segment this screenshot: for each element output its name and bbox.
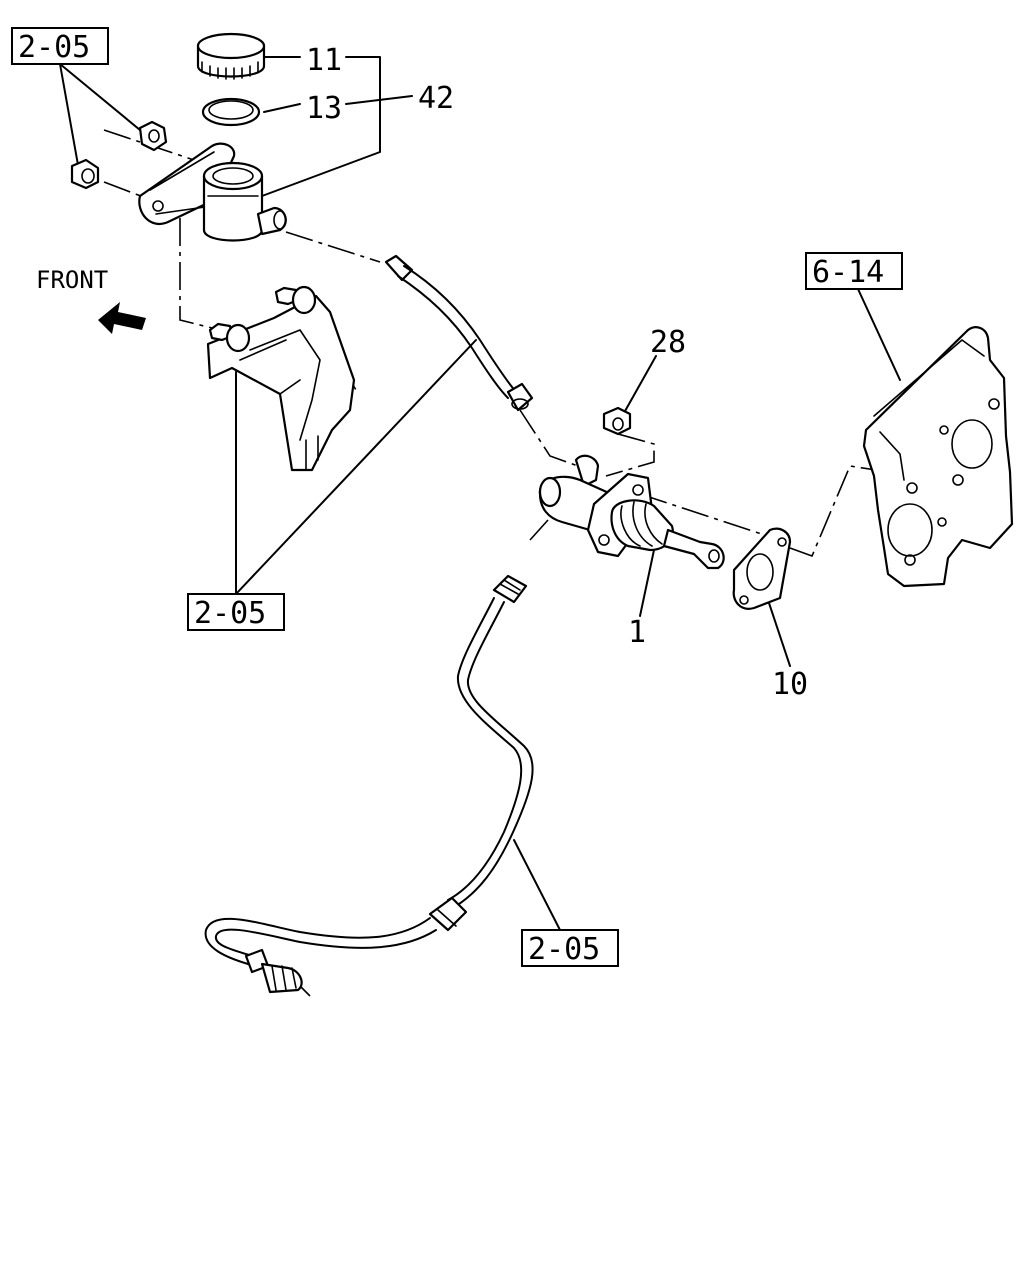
callout-1[interactable]: 1 (628, 615, 646, 650)
ref-box-middle[interactable]: 2-05 (187, 593, 285, 631)
ref-box-right-engine[interactable]: 6-14 (805, 252, 903, 290)
front-label: FRONT (36, 266, 108, 294)
ref-box-bottom-label: 2-05 (528, 932, 600, 967)
callout-13[interactable]: 13 (306, 91, 342, 126)
bolt-lower[interactable] (70, 158, 100, 190)
callout-11[interactable]: 11 (306, 43, 342, 78)
slave-cylinder[interactable] (538, 454, 725, 570)
callout-28[interactable]: 28 (650, 325, 686, 360)
callout-42[interactable]: 42 (418, 81, 454, 116)
pedal-bracket[interactable] (206, 285, 356, 472)
master-cylinder[interactable] (138, 142, 287, 242)
ref-box-top-left[interactable]: 2-05 (11, 27, 109, 65)
clutch-pipe[interactable] (204, 574, 534, 994)
seal-ring[interactable] (201, 97, 261, 127)
reservoir-cap[interactable] (196, 32, 266, 80)
engine-plate[interactable] (862, 326, 1014, 588)
callout-10[interactable]: 10 (772, 667, 808, 702)
gasket[interactable] (732, 527, 792, 610)
leader-lines (59, 56, 901, 931)
ref-box-right-engine-label: 6-14 (812, 255, 884, 290)
ref-box-top-left-label: 2-05 (18, 30, 90, 65)
ref-box-middle-label: 2-05 (194, 596, 266, 631)
nut[interactable] (602, 406, 632, 436)
front-arrow-icon (98, 302, 146, 334)
master-hose[interactable] (384, 254, 534, 412)
bolt-upper[interactable] (138, 120, 168, 152)
ref-box-bottom[interactable]: 2-05 (521, 929, 619, 967)
